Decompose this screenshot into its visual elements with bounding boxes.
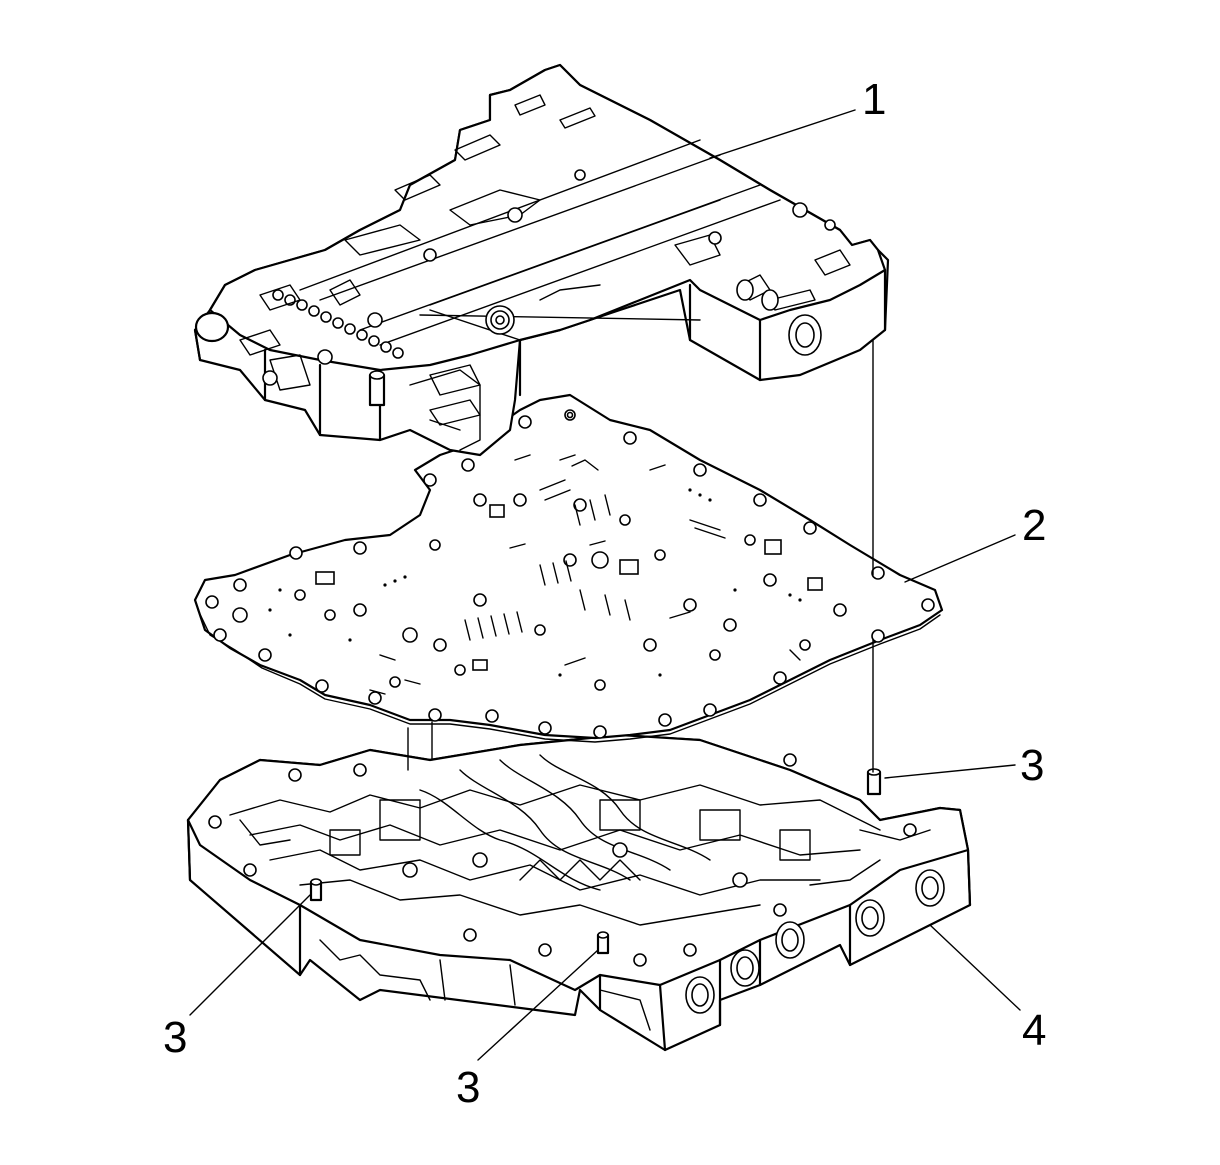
callout-3-center: 3 xyxy=(456,1063,480,1112)
callout-2: 2 xyxy=(1022,501,1046,550)
lower-valve-body xyxy=(186,733,972,1052)
spacer-plate xyxy=(193,393,944,743)
callout-3-right: 3 xyxy=(1020,741,1044,790)
upper-valve-body xyxy=(193,63,890,457)
callout-1: 1 xyxy=(862,75,886,124)
leader-lines xyxy=(189,109,1021,1061)
callout-3-left: 3 xyxy=(163,1013,187,1062)
alignment-lines xyxy=(407,339,874,773)
callout-4: 4 xyxy=(1022,1006,1046,1055)
